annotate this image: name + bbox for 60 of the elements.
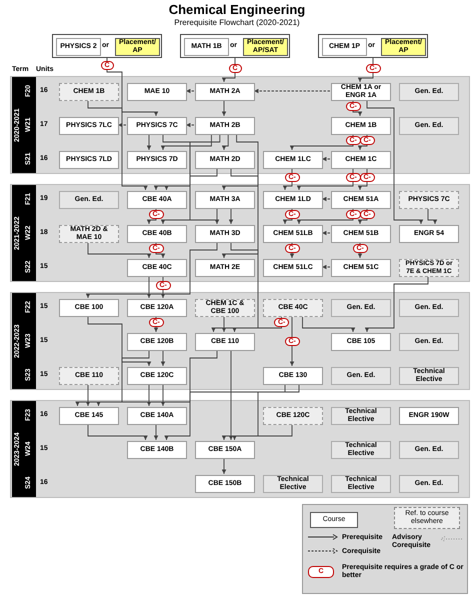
prerequisite-arrow (222, 134, 258, 190)
prerequisite-arrow (75, 384, 88, 406)
prerequisite-arrow (190, 168, 220, 224)
option-group (52, 34, 162, 58)
prerequisite-arrow (96, 384, 150, 406)
prerequisite-arrow (88, 242, 152, 258)
diagram-title: Chemical Engineering (168, 2, 306, 17)
corequisite-arrow (254, 88, 330, 94)
prerequisite-arrow (86, 350, 150, 406)
prerequisite-arrow (146, 134, 152, 150)
prerequisite-arrow (222, 100, 226, 116)
prerequisite-arrow (228, 350, 234, 440)
prerequisite-arrow (160, 242, 218, 298)
prerequisite-arrow (211, 242, 258, 332)
option-group (180, 34, 290, 58)
prerequisite-arrow (160, 208, 218, 224)
prerequisite-arrow (222, 168, 258, 258)
corequisite-arrow (186, 122, 194, 128)
year-band (10, 400, 470, 498)
prerequisite-arrow (290, 134, 354, 150)
prerequisite-arrow (222, 134, 229, 150)
prerequisite-arrow (282, 168, 292, 190)
prerequisite-arrow (154, 424, 158, 440)
prerequisite-arrow (222, 458, 226, 474)
prerequisite-arrow (154, 134, 190, 190)
corequisite-arrow (322, 156, 330, 162)
prerequisite-arrow (296, 168, 354, 190)
year-band (10, 184, 470, 282)
year-band (10, 292, 470, 390)
prerequisite-arrow (428, 208, 438, 224)
prerequisite-arrow (222, 384, 300, 440)
corequisite-arrow (322, 230, 330, 236)
prerequisite-arrow (88, 100, 148, 190)
corequisite-arrow (322, 196, 330, 202)
corequisite-arrow (186, 88, 194, 94)
corequisite-arrow (322, 264, 330, 270)
prerequisite-arrow (160, 350, 166, 366)
prerequisite-arrow (86, 276, 150, 298)
prerequisite-arrow (164, 384, 286, 440)
prerequisite-arrow (358, 168, 368, 190)
prerequisite-arrow (296, 208, 354, 224)
prerequisite-arrow (164, 134, 220, 190)
prerequisite-arrow (160, 350, 218, 406)
subtitle: Prerequisite Flowchart (2020-2021) (173, 19, 301, 27)
prerequisite-arrow (222, 316, 226, 332)
option-group (318, 34, 428, 58)
year-band (10, 76, 470, 174)
prerequisite-arrow (232, 424, 292, 440)
prerequisite-arrow (228, 208, 234, 224)
prerequisite-arrow (366, 100, 424, 224)
prerequisite-arrow (88, 424, 148, 440)
prerequisite-arrow (160, 134, 212, 150)
prerequisite-arrow (364, 276, 428, 332)
prerequisite-arrow (222, 58, 236, 82)
prerequisite-arrow (232, 316, 282, 332)
prerequisite-arrow (88, 316, 152, 366)
prerequisite-arrow (106, 58, 158, 116)
prerequisite-arrow (302, 316, 356, 332)
prerequisite-arrow (146, 384, 164, 406)
corequisite-arrow (118, 122, 126, 128)
